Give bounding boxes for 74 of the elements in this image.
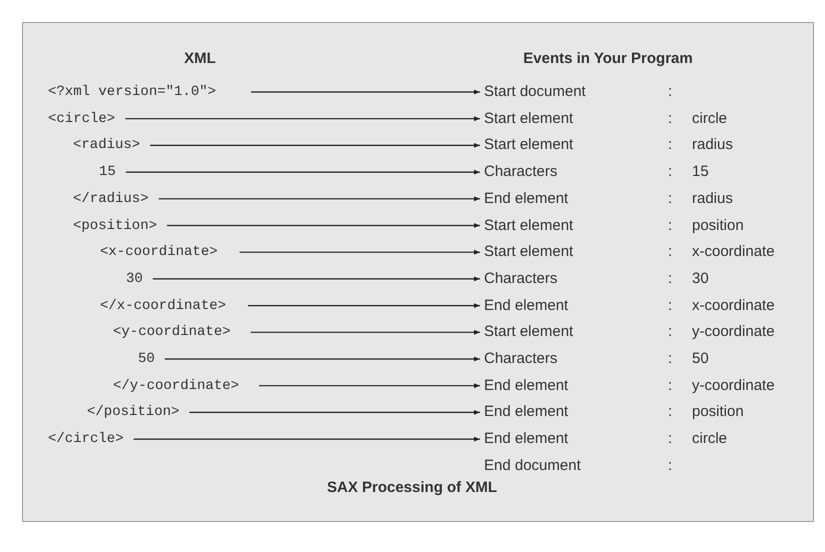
event-value: y-coordinate [692, 323, 775, 342]
event-name: Start element [484, 216, 574, 234]
separator: : [668, 350, 672, 368]
event-value: x-coordinate [692, 243, 775, 262]
separator: : [668, 296, 672, 315]
event-value: radius [692, 190, 733, 208]
separator: : [668, 110, 672, 128]
separator: : [668, 163, 672, 182]
arrow [152, 276, 480, 282]
xml-code-line: <?xml version="1.0"> [48, 83, 216, 101]
arrow [126, 170, 480, 174]
arrow [250, 330, 480, 335]
arrow [125, 116, 480, 122]
arrow [150, 143, 480, 148]
event-name: Start element [484, 323, 574, 342]
separator: : [668, 323, 672, 342]
xml-code-line: 30 [126, 270, 143, 288]
separator: : [668, 456, 672, 475]
event-value: position [692, 403, 744, 422]
xml-code-line: <circle> [48, 110, 116, 128]
xml-code-line: <position> [73, 216, 158, 234]
xml-code-line: <x-coordinate> [100, 243, 218, 262]
xml-code-line: <y-coordinate> [113, 323, 231, 342]
event-name: Characters [484, 163, 558, 182]
column-heading: Events in Your Program [523, 50, 693, 68]
event-value: 30 [692, 270, 709, 288]
separator: : [668, 403, 672, 422]
arrow [164, 356, 480, 362]
separator: : [668, 243, 672, 262]
arrow [189, 410, 480, 415]
event-name: Start element [484, 243, 574, 262]
event-value: radius [692, 136, 733, 154]
event-value: y-coordinate [692, 376, 775, 395]
separator: : [668, 216, 672, 234]
separator: : [668, 270, 672, 288]
event-name: Start element [484, 110, 574, 128]
column-heading: XML [184, 50, 216, 68]
xml-code-line: <radius> [73, 136, 140, 154]
separator: : [668, 83, 672, 101]
event-name: End element [484, 430, 568, 448]
separator: : [668, 376, 672, 395]
event-value: 15 [692, 163, 709, 182]
xml-code-line: </position> [87, 403, 180, 422]
event-value: circle [692, 430, 728, 448]
event-name: End element [484, 296, 568, 315]
event-name: End element [484, 376, 568, 395]
event-name: Characters [484, 270, 558, 288]
event-name: End document [484, 456, 581, 475]
xml-code-line: </circle> [48, 430, 124, 448]
event-name: Start element [484, 136, 574, 154]
event-name: End element [484, 403, 568, 422]
separator: : [668, 136, 672, 154]
xml-code-line: </y-coordinate> [113, 376, 240, 395]
arrow [240, 250, 480, 255]
separator: : [668, 190, 672, 208]
arrow [167, 223, 480, 228]
arrow [248, 303, 480, 308]
arrow [259, 383, 480, 388]
arrow [134, 436, 480, 442]
separator: : [668, 430, 672, 448]
event-name: Characters [484, 350, 558, 368]
xml-code-line: 15 [99, 163, 116, 182]
arrow [158, 196, 480, 202]
xml-code-line: </radius> [73, 190, 149, 208]
event-value: 50 [692, 350, 709, 368]
event-value: circle [692, 110, 728, 128]
event-name: End element [484, 190, 568, 208]
event-name: Start document [484, 83, 586, 101]
arrow [251, 90, 480, 94]
event-value: x-coordinate [692, 296, 775, 315]
xml-code-line: </x-coordinate> [100, 296, 226, 315]
event-value: position [692, 216, 744, 234]
caption: SAX Processing of XML [326, 479, 498, 497]
xml-code-line: 50 [138, 350, 155, 368]
